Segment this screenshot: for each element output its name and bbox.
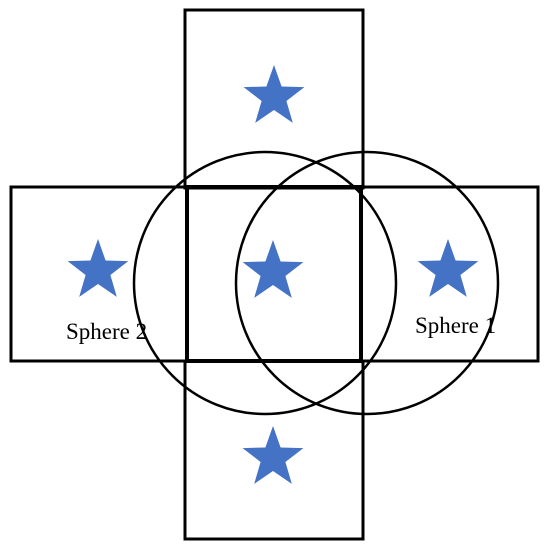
star-icon-left (67, 239, 129, 297)
box-center (185, 185, 363, 363)
star-icon-bottom (242, 426, 304, 484)
sphere-1-label: Sphere 1 (415, 313, 496, 338)
stars-layer (67, 65, 479, 484)
star-icon-center (242, 240, 304, 298)
sphere-1-circle (234, 150, 500, 416)
sphere-2-circle (132, 150, 398, 416)
sphere-2-label: Sphere 2 (66, 319, 147, 344)
star-icon-top (243, 65, 305, 123)
star-icon-right (417, 239, 479, 297)
